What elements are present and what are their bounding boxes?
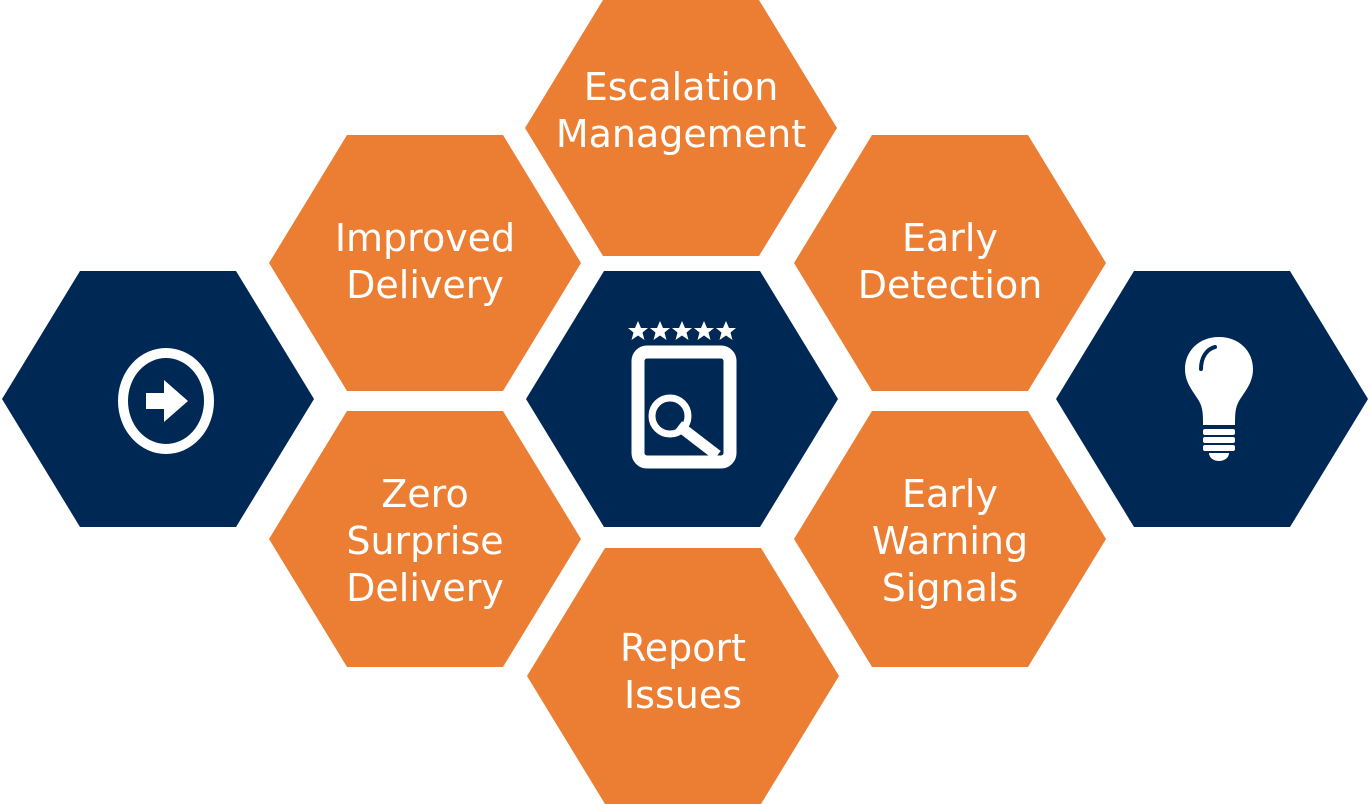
hex-improved-delivery: Improved Delivery xyxy=(269,135,581,391)
hex-label-escalation: Escalation Management xyxy=(555,65,807,156)
hex-zero-surprise-delivery: Zero Surprise Delivery xyxy=(269,411,581,667)
star-rated-search-document-icon xyxy=(628,321,737,469)
hex-lightbulb xyxy=(1056,271,1368,527)
hex-report-issues: Report Issues xyxy=(527,548,839,804)
hex-early-warning-signals: Early Warning Signals xyxy=(794,411,1106,667)
hex-early-detection: Early Detection xyxy=(794,135,1106,391)
hex-label-report-issues: Report Issues xyxy=(620,626,746,717)
hex-label-early-warning: Early Warning Signals xyxy=(871,471,1029,610)
hex-center-search xyxy=(526,271,838,527)
hex-label-zero-surprise: Zero Surprise Delivery xyxy=(346,471,504,610)
rating-stars-icon xyxy=(628,321,736,340)
hex-label-early-detection: Early Detection xyxy=(857,216,1043,307)
hex-arrow xyxy=(2,271,314,527)
hex-label-improved: Improved Delivery xyxy=(334,216,516,307)
arrow-circle-right-icon xyxy=(118,348,214,454)
lightbulb-icon xyxy=(1185,337,1253,461)
hex-escalation-management: Escalation Management xyxy=(525,0,837,256)
